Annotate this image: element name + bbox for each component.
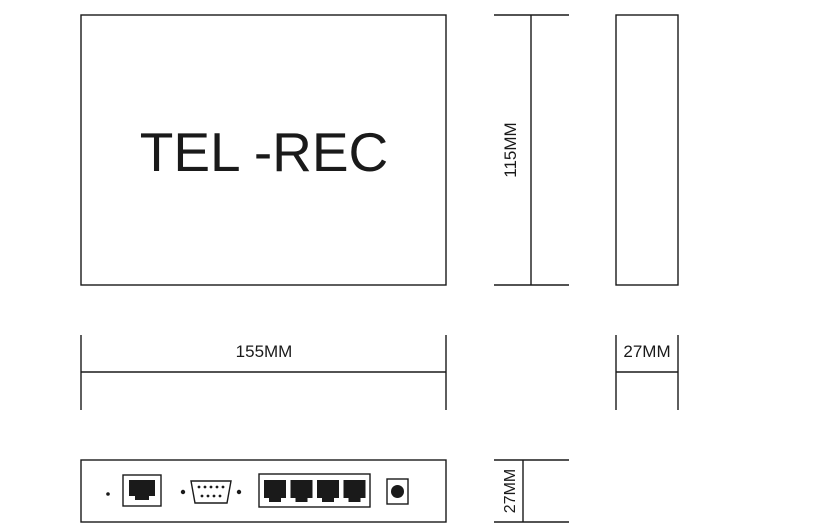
rj45-port-bank (258, 473, 371, 508)
device-name-label: TEL -REC (140, 121, 389, 183)
width-dimension: 115MM (494, 14, 569, 286)
rear-view-outline (80, 459, 447, 523)
serial-pin (203, 485, 207, 489)
serial-pin (197, 485, 201, 489)
indicator-dot (106, 492, 110, 496)
serial-pin (215, 485, 219, 489)
rj45-port-icon (264, 480, 286, 502)
serial-pin (218, 494, 222, 498)
serial-screw-right (236, 489, 242, 495)
top-view: TEL -REC (80, 14, 447, 286)
dc-jack-icon (391, 485, 404, 498)
dc-power-jack (386, 478, 409, 505)
rj45-port-icon (343, 480, 366, 502)
serial-pin (221, 485, 225, 489)
serial-db9-port (180, 480, 242, 504)
rj45-ports (264, 480, 366, 502)
rear-height-label: 27MM (502, 469, 519, 513)
side-view-outline (615, 14, 679, 286)
rear-height-dimension: 27MM (494, 459, 569, 523)
serial-pin (206, 494, 210, 498)
rj45-port-icon (317, 480, 339, 502)
length-dimension: 155MM (80, 335, 447, 410)
ethernet-port-icon (129, 480, 155, 500)
length-label: 155MM (236, 342, 293, 361)
rj45-port-icon (290, 480, 313, 502)
dc-jack-frame (386, 478, 409, 505)
ethernet-port-frame (122, 474, 162, 507)
serial-port-pins (197, 485, 225, 498)
rj45-bank-frame (258, 473, 371, 508)
side-height-label: 27MM (623, 342, 670, 361)
width-label: 115MM (501, 122, 520, 177)
ethernet-port (122, 474, 162, 507)
serial-pin (212, 494, 216, 498)
rear-view (80, 459, 447, 523)
serial-pin (209, 485, 213, 489)
serial-port-shell (190, 480, 232, 504)
serial-screw-left (180, 489, 186, 495)
serial-pin (200, 494, 204, 498)
top-view-outline (80, 14, 447, 286)
side-height-dimension: 27MM (615, 335, 679, 410)
